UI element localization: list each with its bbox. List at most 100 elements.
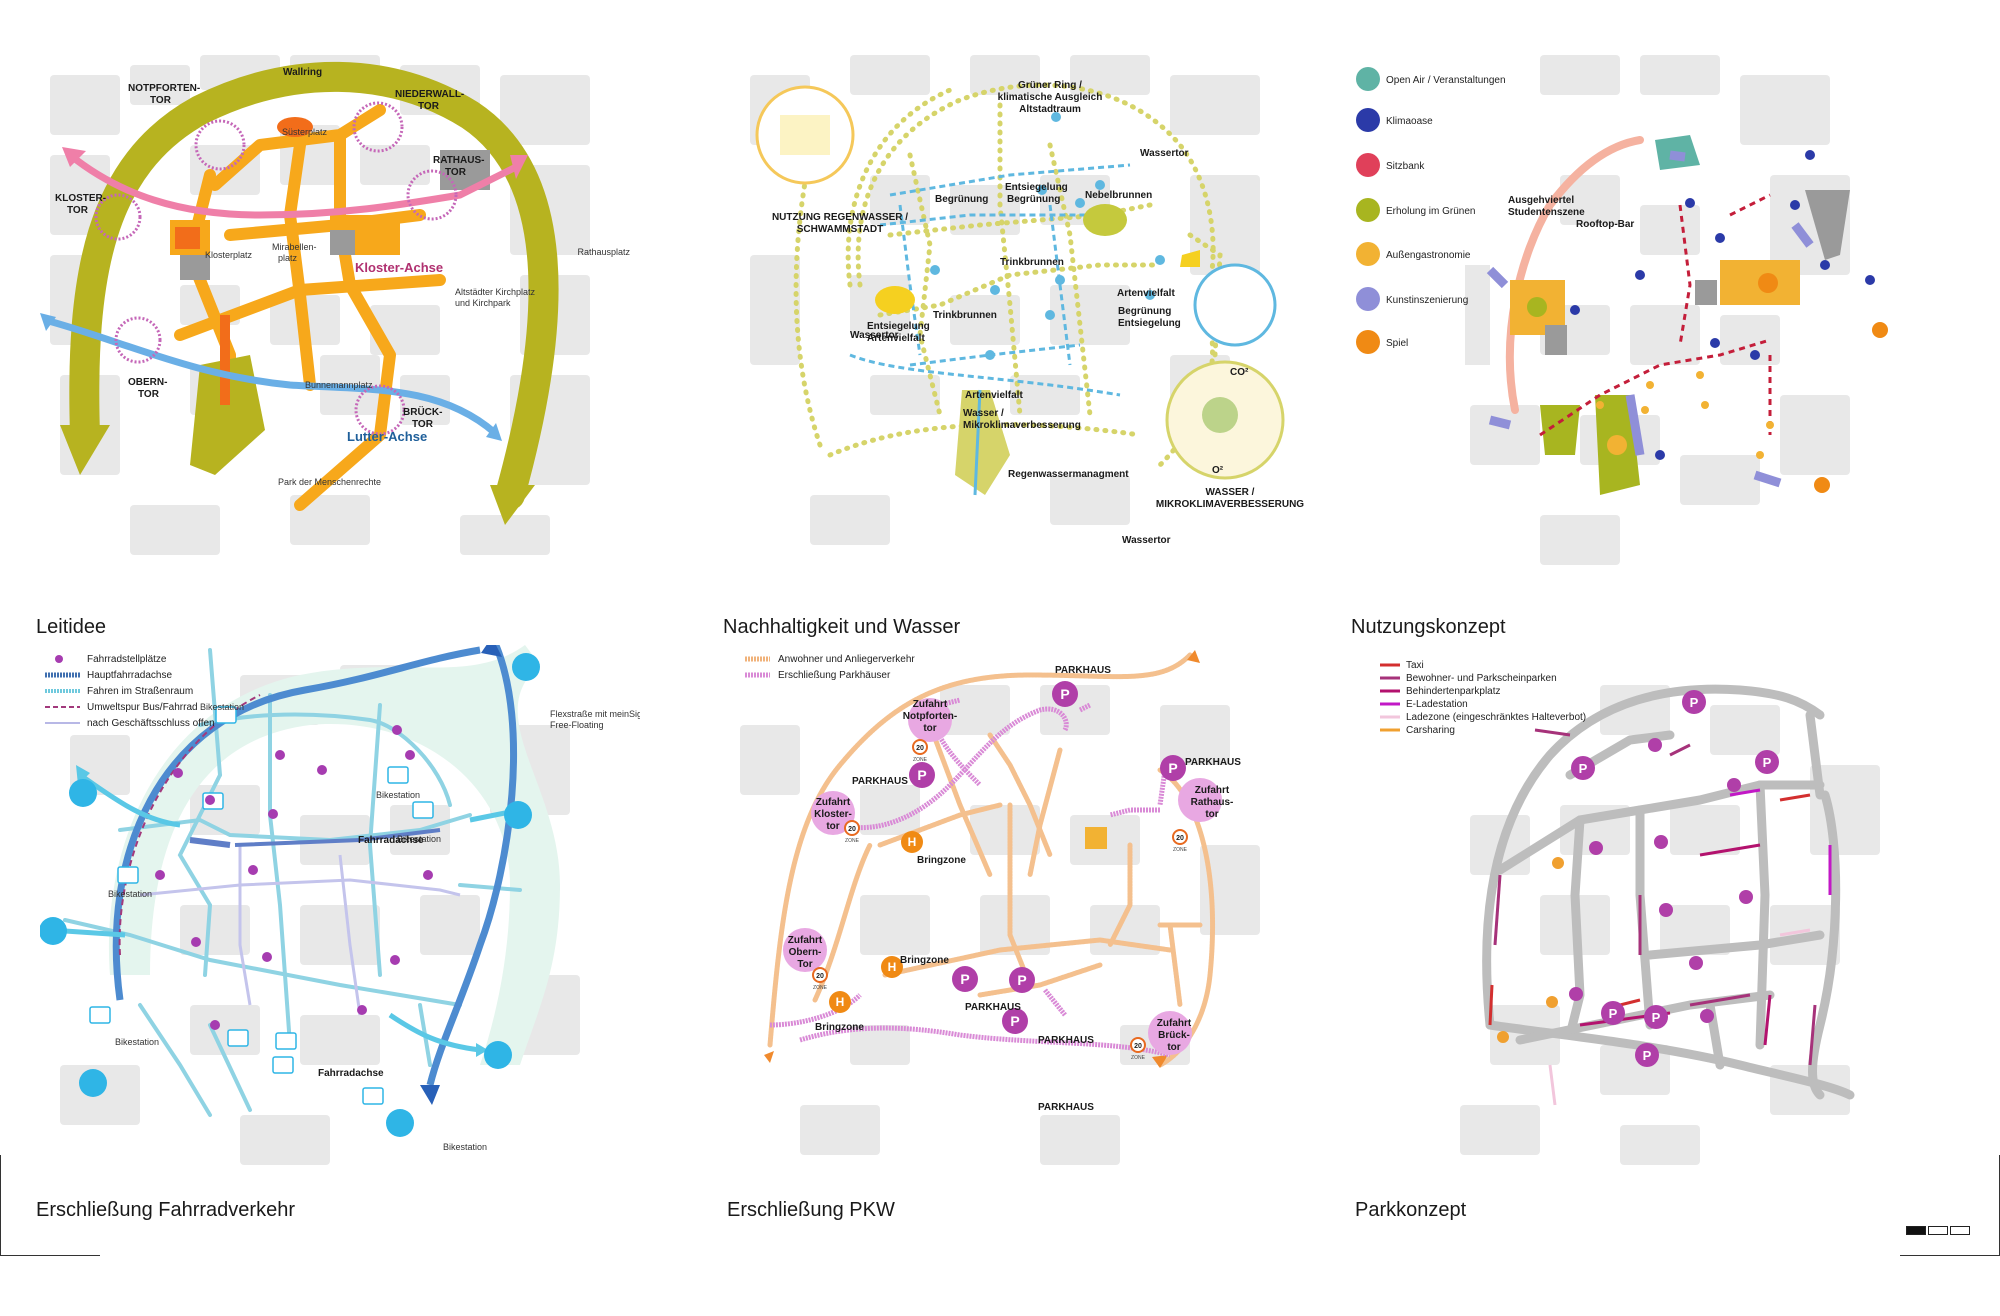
label-zufahrt-obern-2: Obern- — [789, 947, 822, 958]
bikestation-badges — [89, 706, 434, 1105]
label-begruenung: Begrünung — [935, 194, 988, 205]
label-gruener-ring-2: klimatische Ausgleich — [998, 92, 1103, 103]
fahrradstellplaetze — [155, 725, 433, 1030]
label-bunnemann: Bunnemannplatz — [305, 380, 373, 390]
parking-icon-small — [1727, 778, 1741, 792]
label-wassertor-ne: Wassertor — [1140, 148, 1189, 159]
lutter-arrow-w — [40, 313, 56, 331]
legend-label: Spiel — [1386, 338, 1408, 349]
legend-label: Hauptfahrradachse — [87, 670, 172, 681]
legend-item: Erholung im Grünen — [1356, 198, 1476, 222]
page-dot-3[interactable] — [1950, 1226, 1970, 1235]
label-zufahrt-notpforten-1: Zufahrt — [913, 699, 948, 710]
label-lutter-achse: Lutter-Achse — [347, 429, 427, 444]
label-obern-1: OBERN- — [128, 377, 167, 388]
label-entsiegelung-begruenung-1: Entsiegelung — [1005, 182, 1068, 193]
label-niederwall-2: TOR — [418, 101, 440, 112]
klosterplatz-core — [175, 227, 200, 249]
yellow-marker — [1180, 250, 1200, 267]
parking-icon — [1682, 690, 1706, 714]
bike-circles — [40, 653, 540, 1137]
parking-icon — [1635, 1043, 1659, 1067]
park-menschenrechte — [190, 355, 265, 475]
h-icon — [881, 956, 903, 978]
label-zufahrt-kloster-1: Zufahrt — [816, 797, 851, 808]
page-indicator — [1906, 1226, 1970, 1235]
parkhaus-icon — [1009, 967, 1035, 993]
open-air-icon — [1356, 67, 1380, 91]
parking-strips — [1488, 728, 1832, 1106]
kirche-grey — [1695, 280, 1717, 305]
parkhaus-icon — [1002, 1008, 1028, 1034]
legend-pkw: Anwohner und Anliegerverkehr Erschließun… — [745, 654, 915, 681]
page-dot-2[interactable] — [1928, 1226, 1948, 1235]
park-spot-2 — [1540, 405, 1580, 455]
gate-rings — [94, 101, 458, 436]
carsharing-markers — [1497, 857, 1564, 1043]
parking-icon-small — [1739, 890, 1753, 904]
zone-word: ZONE — [1173, 847, 1188, 853]
zufahrt-circles — [783, 698, 1222, 1055]
page-dot-1[interactable] — [1906, 1226, 1926, 1235]
label-zufahrt-kloster-2: Kloster- — [814, 809, 852, 820]
label-obern-2: TOR — [138, 389, 160, 400]
zone-number: 20 — [916, 745, 924, 752]
legend-item: Klimaoase — [1356, 108, 1433, 132]
p-letter: P — [1643, 1048, 1652, 1063]
label-wasser-mikro-1: Wasser / — [963, 408, 1004, 419]
label-trinkbrunnen-2: Trinkbrunnen — [933, 310, 997, 321]
label-parkhaus-s: PARKHAUS — [1038, 1102, 1094, 1113]
kloster-grey — [1545, 325, 1567, 355]
legend-label: Fahren im Straßenraum — [87, 686, 193, 697]
map-leitidee: Wallring NOTPFORTEN- TOR NIEDERWALL- TOR… — [40, 55, 630, 555]
legend-fahrrad: Fahrradstellplätze Hauptfahrradachse Fah… — [45, 654, 215, 729]
legend-item: Ladezone (eingeschränktes Halteverbot) — [1380, 712, 1586, 723]
parking-icon-small — [1569, 987, 1583, 1001]
legend-item: Sitzbank — [1356, 153, 1425, 177]
label-zufahrt-notpforten-2: Notpforten- — [903, 711, 957, 722]
parking-icon-small — [1659, 903, 1673, 917]
map-nutzungskonzept: Open Air / Veranstaltungen Klimaoase Sit… — [1356, 55, 1888, 565]
road-network — [1482, 684, 1855, 1100]
parking-icon — [1601, 1001, 1625, 1025]
h-icon — [829, 991, 851, 1013]
zone-word: ZONE — [913, 757, 928, 763]
zone20-text: 20 20 20 20 20 — [816, 745, 1184, 1050]
parking-icon — [1755, 750, 1779, 774]
legend-label: Klimaoase — [1386, 116, 1433, 127]
label-parkhaus: PARKHAUS — [1038, 1035, 1094, 1046]
p-letter: P — [917, 767, 926, 783]
label-trinkbrunnen-1: Trinkbrunnen — [1000, 257, 1064, 268]
label-rathaus-2: TOR — [445, 167, 467, 178]
label-kloster-2: TOR — [67, 205, 89, 216]
carsharing-icon — [1546, 996, 1558, 1008]
label-zufahrt-kloster-3: tor — [826, 821, 839, 832]
p-letter: P — [1690, 695, 1699, 710]
legend-item: Anwohner und Anliegerverkehr — [745, 654, 915, 665]
legend-label: Bewohner- und Parkscheinparken — [1406, 673, 1557, 684]
legend-label: Ladezone (eingeschränktes Halteverbot) — [1406, 712, 1586, 723]
legend-item: E-Ladestation — [1380, 699, 1468, 710]
hauptfahrradachse-e — [426, 645, 518, 1086]
parking-icon — [1644, 1005, 1668, 1029]
p-letter: P — [1017, 972, 1026, 988]
axis-arrow-s — [420, 1085, 440, 1105]
zone-word: ZONE — [813, 985, 828, 991]
stellplatz-icon — [55, 655, 63, 663]
label-zufahrt-notpforten-3: tor — [923, 723, 936, 734]
legend-item: Behindertenparkplatz — [1380, 686, 1501, 697]
legend-label: Open Air / Veranstaltungen — [1386, 75, 1506, 86]
block-w — [1465, 265, 1490, 365]
zone-number: 20 — [848, 826, 856, 833]
label-fahrradachse-s: Fahrradachse — [318, 1068, 384, 1079]
legend-item: nach Geschäftsschluss offen — [45, 718, 215, 729]
legend-nutzung: Open Air / Veranstaltungen Klimaoase Sit… — [1356, 67, 1506, 354]
legend-label: Kunstinszenierung — [1386, 295, 1468, 306]
title-parkkonzept: Parkkonzept — [1355, 1199, 1467, 1221]
gruener-ring — [793, 82, 1223, 468]
trinkbrunnen-dots — [930, 112, 1165, 360]
label-begruenung-entsiegelung-2: Entsiegelung — [1118, 318, 1181, 329]
panel-nachhaltigkeit: Grüner Ring / klimatische Ausgleich Alts… — [750, 55, 1350, 625]
klimaoase-icon — [1356, 108, 1380, 132]
legend-label: Behindertenparkplatz — [1406, 686, 1501, 697]
